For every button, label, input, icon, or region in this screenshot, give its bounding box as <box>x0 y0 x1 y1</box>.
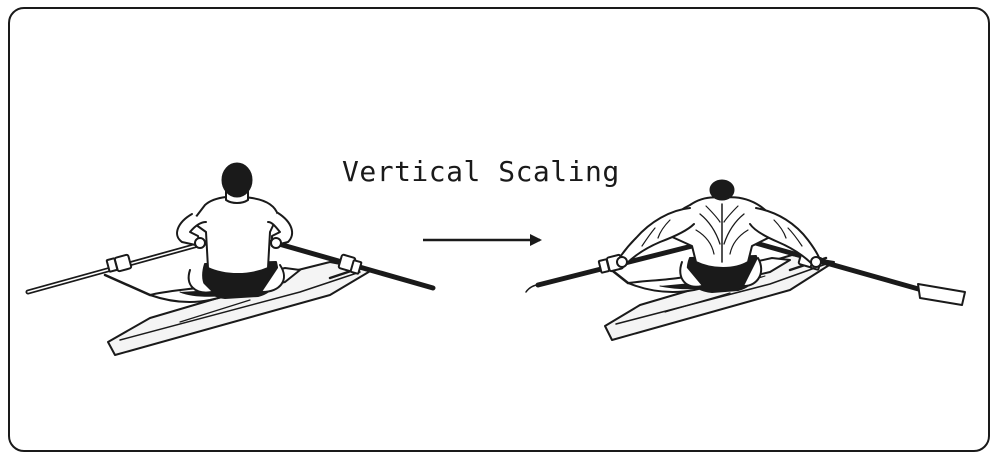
small-right-oar <box>269 239 436 291</box>
small-rower-torso <box>191 195 279 275</box>
big-rower-illustration <box>525 179 966 341</box>
small-left-oar <box>25 240 208 295</box>
big-rower-head <box>709 179 735 201</box>
diagram-frame <box>8 7 990 452</box>
small-rower-illustration <box>25 162 436 356</box>
diagram-title: Vertical Scaling <box>342 155 620 188</box>
small-rower-head <box>221 162 253 198</box>
